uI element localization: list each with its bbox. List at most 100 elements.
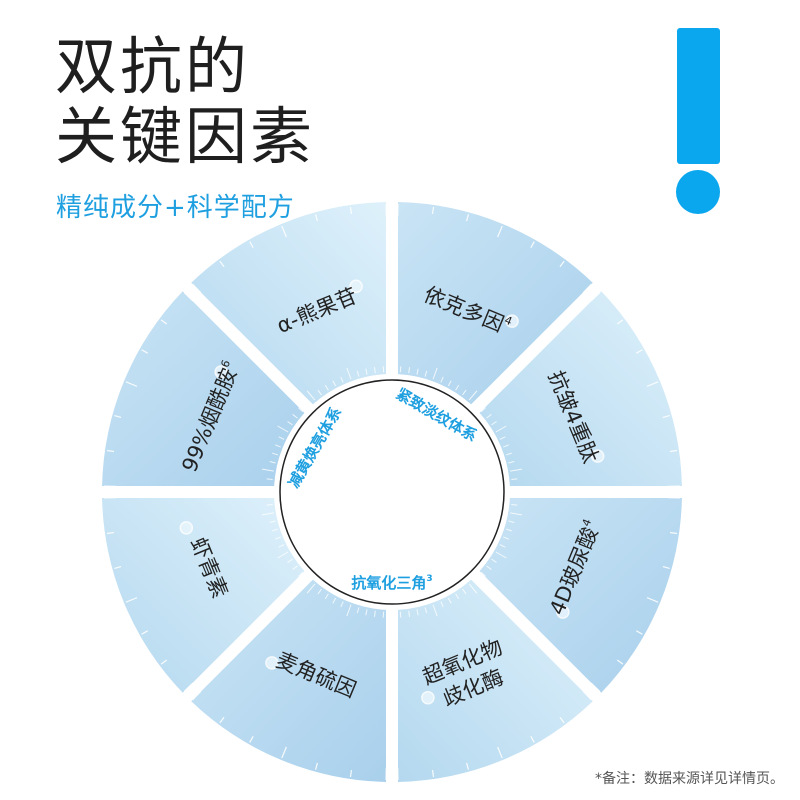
ruler-tick	[582, 690, 592, 701]
wheel-segment	[102, 291, 305, 487]
inner-ruler-tick	[462, 389, 467, 396]
ruler-tick	[590, 682, 601, 692]
inner-ruler-tick	[447, 597, 452, 604]
inner-ruler-tick	[266, 478, 273, 480]
inner-ruler-tick	[278, 544, 285, 548]
ruler-tick	[160, 659, 168, 665]
droplet-icon	[421, 690, 435, 705]
ruler-tick	[141, 630, 148, 635]
inner-ruler-tick	[495, 551, 507, 559]
inner-ruler-tick	[292, 414, 298, 419]
ruler-tick	[192, 690, 202, 701]
inner-ruler-tick	[440, 376, 444, 383]
inner-ruler-tick	[266, 504, 273, 506]
footnote: *备注：数据来源详见详情页。	[595, 771, 784, 787]
wheel-segment	[479, 291, 682, 487]
ruler-tick	[646, 597, 659, 603]
ruler-tick	[141, 349, 148, 354]
inner-ruler-tick	[317, 389, 322, 396]
inner-ruler-tick	[272, 452, 279, 456]
inner-ruler-tick	[468, 390, 478, 401]
segment-footnote-mark: 6	[218, 358, 233, 369]
inner-ruler-tick	[408, 367, 411, 374]
wheel-segment	[397, 579, 593, 782]
subtitle: 精纯成分+科学配方	[56, 193, 295, 223]
inner-ruler-tick	[292, 565, 298, 570]
ruler-tick	[160, 319, 168, 325]
ruler-tick	[616, 659, 624, 665]
ruler-tick	[590, 292, 601, 302]
ruler-tick	[114, 414, 122, 418]
droplet-icon	[349, 279, 363, 294]
ruler-tick	[219, 260, 225, 268]
ruler-tick	[431, 769, 435, 778]
inner-ruler-tick	[486, 565, 492, 570]
inner-ruler-tick	[365, 609, 368, 616]
page-title-line-2: 关键因素	[55, 100, 316, 173]
inner-ruler-tick	[261, 468, 274, 472]
ruler-tick	[669, 531, 678, 535]
wheel-segment	[191, 202, 387, 405]
inner-ruler-tick	[503, 444, 510, 448]
inner-ruler-tick	[408, 610, 411, 617]
inner-ruler-tick	[416, 609, 419, 616]
ruler-tick	[314, 762, 318, 770]
inner-ruler-tick	[324, 593, 329, 600]
inner-ruler-tick	[510, 468, 523, 472]
inner-ruler-tick	[505, 452, 512, 456]
inner-ruler-tick	[306, 390, 316, 401]
inner-ruler-tick	[499, 436, 506, 440]
ruler-tick	[669, 449, 678, 453]
inner-ruler-tick	[462, 588, 467, 595]
inner-ruler-tick	[440, 601, 444, 608]
ruler-tick	[582, 283, 592, 294]
ruler-tick	[646, 381, 659, 387]
inner-ruler-tick	[499, 544, 506, 548]
ruler-tick	[114, 566, 122, 570]
ruler-tick	[183, 292, 194, 302]
system-footnote-mark: 3	[426, 574, 432, 584]
inner-ruler-tick	[287, 558, 293, 563]
inner-ruler-tick	[505, 528, 512, 532]
inner-disc	[276, 376, 508, 608]
inner-ruler-tick	[356, 370, 360, 377]
inner-ruler-tick	[269, 461, 276, 464]
inner-ruler-tick	[503, 536, 510, 540]
inner-ruler-tick	[373, 610, 376, 617]
inner-ruler-tick	[274, 444, 281, 448]
inner-ruler-tick	[298, 571, 304, 577]
inner-ruler-tick	[340, 601, 344, 608]
exclamation-dot-icon	[676, 170, 720, 214]
inner-ruler-tick	[332, 380, 337, 387]
ruler-tick	[349, 206, 353, 215]
ruler-tick	[183, 682, 194, 692]
inner-ruler-tick	[304, 577, 310, 583]
ruler-tick	[249, 736, 254, 743]
inner-ruler-tick	[416, 368, 419, 375]
inner-ruler-tick	[346, 604, 352, 617]
ruler-tick	[466, 214, 470, 222]
inner-ruler-tick	[298, 407, 304, 413]
ruler-tick	[192, 283, 202, 294]
system-label: 抗氧化三角3	[351, 574, 432, 592]
ruler-tick	[106, 531, 115, 535]
inner-ruler-tick	[332, 597, 337, 604]
ruler-tick	[497, 746, 503, 759]
droplet-icon	[505, 314, 519, 328]
inner-ruler-tick	[340, 376, 344, 383]
ruler-tick	[530, 736, 535, 743]
ruler-tick	[281, 746, 287, 759]
inner-ruler-tick	[424, 607, 428, 614]
inner-ruler-tick	[424, 370, 428, 377]
page-title-line-1: 双抗的	[55, 30, 251, 103]
inner-ruler-tick	[491, 421, 497, 426]
segment-footnote-mark: 4	[503, 313, 514, 328]
ruler-tick	[106, 449, 115, 453]
ruler-tick	[219, 716, 225, 724]
droplet-icon	[214, 365, 228, 379]
inner-ruler-tick	[317, 588, 322, 595]
inner-ruler-tick	[304, 401, 310, 407]
inner-ruler-tick	[491, 558, 497, 563]
inner-ruler-tick	[346, 367, 352, 380]
